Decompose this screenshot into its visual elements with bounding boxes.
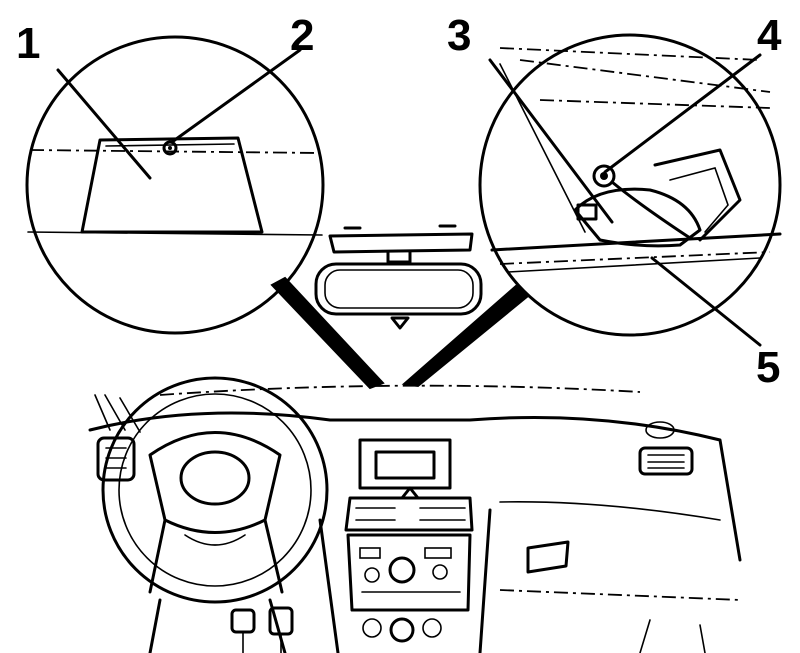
sensor-panel (80, 136, 264, 234)
callout-5: 5 (756, 343, 781, 392)
callout-4: 4 (757, 11, 782, 60)
connector-wedges (270, 276, 530, 390)
right-detail-circle (478, 33, 782, 347)
sensor-nut (592, 164, 616, 188)
callout-1: 1 (16, 19, 41, 68)
steering-wheel (101, 376, 329, 604)
glovebox-handle (526, 540, 570, 574)
sensor-lens (162, 140, 178, 156)
rear-view-mirror (314, 224, 483, 330)
leader-1 (56, 68, 152, 180)
left-detail-circle (25, 35, 325, 335)
mirror-mount (573, 187, 702, 248)
radio-panel (346, 533, 472, 612)
leader-4 (603, 53, 762, 174)
dashboard (88, 376, 742, 653)
leader-3 (488, 58, 614, 224)
callout-2: 2 (290, 11, 315, 60)
leader-2 (170, 48, 302, 144)
leader-5 (650, 256, 762, 347)
center-display (358, 438, 452, 490)
callout-3: 3 (447, 11, 472, 60)
